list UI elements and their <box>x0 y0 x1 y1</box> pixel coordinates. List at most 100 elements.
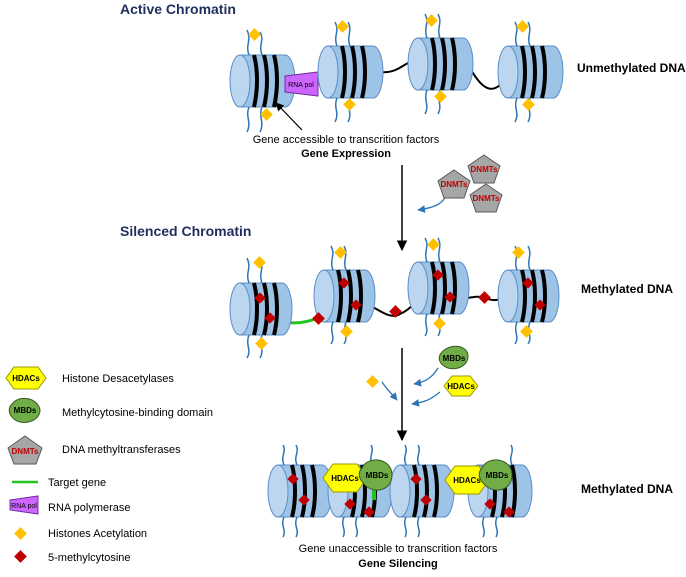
svg-text:HDACs: HDACs <box>331 474 359 483</box>
legend-hdacs: HDACs Histone Desacetylases <box>5 366 174 390</box>
methyl-mark <box>338 277 350 289</box>
svg-text:DNMTs: DNMTs <box>473 194 501 203</box>
legend-target-gene: Target gene <box>12 477 106 489</box>
methyl-mark <box>264 312 276 324</box>
legend-methylcytosine-label: 5-methylcytosine <box>48 552 131 564</box>
legend-acetylation: Histones Acetylation <box>14 527 147 540</box>
acetyl-release-arrow <box>381 381 398 401</box>
acetyl-mark <box>433 317 446 330</box>
acetyl-mark <box>434 90 447 103</box>
legend: HDACs Histone Desacetylases MBDs Methylc… <box>5 366 213 564</box>
active-chromatin-row: RNA pol <box>229 13 564 133</box>
rna-pol-complex: RNA pol <box>284 71 319 97</box>
acetyl-mark <box>336 20 349 33</box>
methyl-mark <box>420 494 432 506</box>
methyl-mark <box>287 473 299 485</box>
svg-text:HDACs: HDACs <box>453 476 481 485</box>
svg-text:MBDs: MBDs <box>443 354 466 363</box>
methyl-mark <box>254 292 266 304</box>
svg-text:HDACs: HDACs <box>12 374 40 383</box>
methyl-mark <box>298 494 310 506</box>
legend-dnmts-label: DNA methyltransferases <box>62 444 181 456</box>
acetyl-mark <box>340 325 353 338</box>
legend-acetylation-label: Histones Acetylation <box>48 528 147 540</box>
dnmts-complex: DNMTs <box>469 183 503 213</box>
methyl-mark <box>484 498 496 510</box>
methyl-mark <box>432 269 444 281</box>
dnmts-complex: DNMTs <box>437 169 471 199</box>
legend-hdacs-label: Histone Desacetylases <box>62 373 174 385</box>
legend-mbds: MBDs Methylcytosine-binding domain <box>8 397 213 423</box>
hdacs-complex: HDACs <box>443 375 479 397</box>
acetyl-mark <box>425 14 438 27</box>
compacted-chromatin-row: HDACs MBDs HDACs MBDs <box>267 444 533 538</box>
methyl-mark <box>410 473 422 485</box>
mbds-complex: MBDs <box>438 345 469 370</box>
acetyl-mark <box>260 108 273 121</box>
svg-text:MBDs: MBDs <box>486 471 509 480</box>
legend-methylcytosine: 5-methylcytosine <box>14 550 131 564</box>
methylated-dna-label-2: Methylated DNA <box>581 482 673 496</box>
nucleosome <box>229 256 293 359</box>
hdacs-arrow <box>411 391 441 407</box>
gene-pointer-arrow <box>275 102 303 131</box>
nucleosome <box>407 237 470 337</box>
silenced-chromatin-title: Silenced Chromatin <box>120 223 251 239</box>
svg-text:DNMTs: DNMTs <box>471 165 499 174</box>
svg-text:DNMTs: DNMTs <box>441 180 469 189</box>
acetyl-mark <box>520 325 533 338</box>
svg-text:HDACs: HDACs <box>447 382 475 391</box>
mbds-arrow <box>413 367 439 387</box>
svg-text:MBDs: MBDs <box>366 471 389 480</box>
methyl-mark <box>363 506 375 518</box>
nucleosome <box>267 444 333 538</box>
gene-unaccessible-caption: Gene unaccessible to transcrition factor… <box>299 543 498 555</box>
methyl-mark <box>344 498 356 510</box>
legend-rna-pol-label: RNA polymerase <box>48 502 131 514</box>
nucleosome <box>497 245 560 345</box>
acetyl-mark <box>255 337 268 350</box>
acetyl-mark <box>248 28 261 41</box>
mbds-bound: MBDs <box>478 459 513 491</box>
methyl-mark <box>389 305 402 318</box>
legend-dnmts: DNMTs DNA methyltransferases <box>7 435 181 465</box>
acetyl-mark <box>334 246 347 259</box>
nucleosome <box>389 444 455 538</box>
methyl-mark <box>478 291 491 304</box>
gene-expression-caption: Gene Expression <box>301 148 391 160</box>
legend-target-gene-label: Target gene <box>48 477 106 489</box>
acetyl-mark <box>427 238 440 251</box>
methyl-mark <box>312 312 325 325</box>
nucleosome <box>313 245 376 345</box>
dnmts-complex: DNMTs <box>467 154 501 184</box>
legend-mbds-label: Methylcytosine-binding domain <box>62 407 213 419</box>
methyl-mark <box>444 291 456 303</box>
rna-pol-label: RNA pol <box>288 82 314 89</box>
acetyl-mark <box>343 98 356 111</box>
methyl-mark <box>350 299 362 311</box>
gene-accessible-caption: Gene accessible to transcrition factors <box>253 134 440 146</box>
mbds-bound: MBDs <box>358 459 393 491</box>
target-gene-segment <box>372 488 376 500</box>
active-chromatin-title: Active Chromatin <box>120 1 236 17</box>
methylated-dna-label-1: Methylated DNA <box>581 282 673 296</box>
acetyl-mark <box>253 256 266 269</box>
gene-silencing-caption: Gene Silencing <box>358 558 437 570</box>
svg-text:RNA pol: RNA pol <box>11 503 37 510</box>
silenced-chromatin-row <box>229 237 560 359</box>
methyl-mark <box>522 277 534 289</box>
acetyl-mark <box>522 98 535 111</box>
nucleosome <box>407 13 474 115</box>
svg-text:MBDs: MBDs <box>14 406 37 415</box>
nucleosome <box>229 28 296 133</box>
released-acetyl-mark <box>366 375 379 388</box>
methyl-mark <box>534 299 546 311</box>
acetyl-mark <box>512 246 525 259</box>
legend-rna-pol: RNA pol RNA polymerase <box>9 495 131 515</box>
svg-text:DNMTs: DNMTs <box>12 447 40 456</box>
nucleosome <box>317 20 384 123</box>
unmethylated-dna-label: Unmethylated DNA <box>577 61 686 75</box>
methyl-mark <box>503 506 515 518</box>
nucleosome <box>497 20 564 123</box>
